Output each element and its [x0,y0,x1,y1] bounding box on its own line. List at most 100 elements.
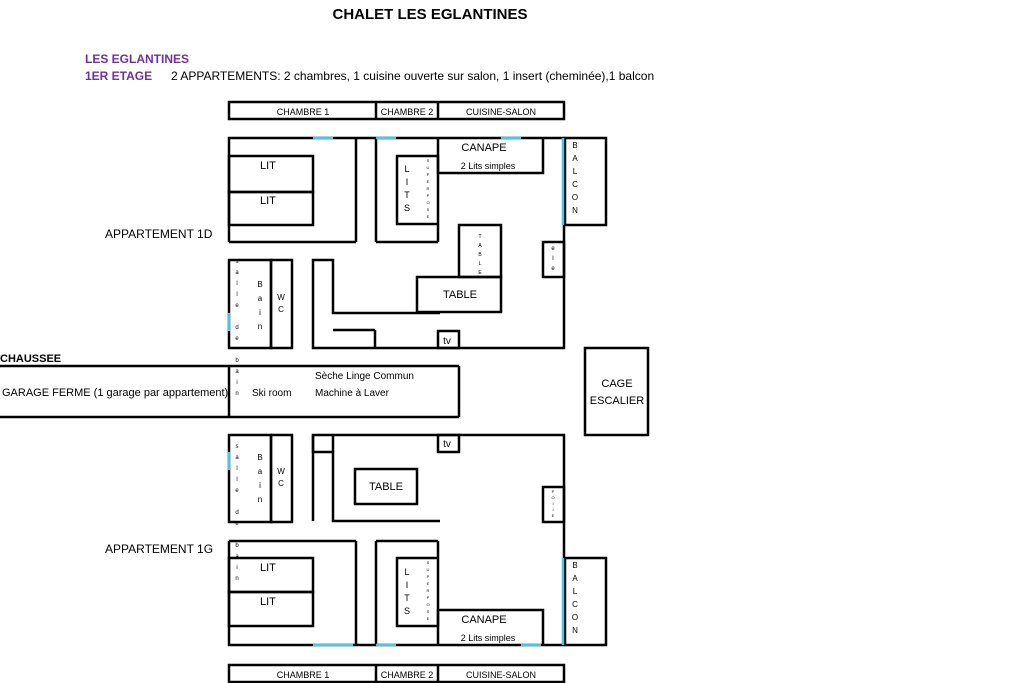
header-strip-top [227,100,566,121]
balcon-label-letter: C [572,600,578,609]
superpose-label-letter: O [426,602,429,607]
superpose-label-letter: U [427,165,430,170]
balcon-label-letter: B [572,561,577,570]
bain-label-letter: B [257,453,262,462]
wc-label-letter: C [278,305,284,314]
apartment-1g-label: APPARTEMENT 1G [105,542,213,556]
superpose-label-letter: R [427,588,430,593]
stairs-label-1: CAGE [601,378,632,390]
wc-label: WC [277,293,285,314]
salle-de-bain-label-letter: l [236,477,237,483]
wc [269,433,294,524]
table [415,275,503,314]
table-vertical-label-letter: E [478,270,482,276]
balcon-label-letter: N [572,626,578,635]
balcon-label-letter: B [572,141,577,150]
bain-label-letter: a [258,294,263,303]
bain-label-letter: n [258,322,262,331]
salle-de-bain-label-letter: e [235,521,239,527]
table-vertical-label-letter: B [478,252,482,258]
superpose-label-letter: R [427,186,430,191]
cuisine-salon-label: CUISINE-SALON [466,107,536,117]
chambre1-label: CHAMBRE 1 [277,670,330,680]
bain-label-letter: i [259,481,261,490]
superpose-label-letter: P [427,574,430,579]
lit-label: LIT [260,160,276,172]
salle-de-bain-label-letter: l [236,281,237,287]
salle-de-bain-label-letter: s [236,259,239,265]
floor-description: 2 APPARTEMENTS: 2 chambres, 1 cuisine ou… [171,69,655,83]
salle-de-bain-label-letter: s [236,444,239,450]
lits-label-letter: L [404,164,409,174]
balcon-label-letter: C [572,180,578,189]
insert-label-letter: O [551,495,554,500]
superpose-label-letter: S [427,158,430,163]
superpose-label-letter: P [427,172,430,177]
lits-label-letter: T [404,593,410,603]
superpose-label-letter: S [427,609,430,614]
salle-de-bain-label-letter: n [235,576,238,582]
salle-de-bain-label-letter: d [235,510,238,516]
stairs-label-2: ESCALIER [590,395,644,407]
salle-de-bain-label-letter: e [235,488,239,494]
cage-escalier [583,346,650,437]
bunk-beds [395,154,440,226]
bain-label-letter: B [257,280,262,289]
chambre2-label: CHAMBRE 2 [381,670,434,680]
superpose-label-letter: P [427,595,430,600]
windows [227,136,565,647]
balcon [563,136,608,227]
bunk-beds [395,556,440,628]
salle-de-bain-label-letter: a [235,270,239,276]
superpose-label-letter: E [427,581,430,586]
insert-label-letter: e [551,246,555,252]
balcon [563,556,608,647]
wc-label-letter: C [278,479,284,488]
insert-label-letter: I [552,501,553,506]
walls [0,100,650,683]
salle-de-bain-label-letter: b [235,543,239,549]
salle-de-bain-label-letter: n [235,391,238,397]
table-label: TABLE [369,481,403,493]
insert-label-letter: e [551,266,555,272]
superpose-label-letter: E [427,616,430,621]
insert-label-letter: I [552,256,554,262]
insert [541,485,566,524]
laundry-label-1: Sèche Linge Commun [315,371,414,382]
salle-de-bain-label-letter: l [236,466,237,472]
canape-label: CANAPE [461,142,506,154]
chambre1-label: CHAMBRE 1 [277,107,330,117]
laundry-label-2: Machine à Laver [315,388,390,399]
bain-label-letter: n [258,495,262,504]
bain-label-letter: a [258,467,263,476]
ski-room-label: Ski room [252,388,291,399]
superpose-label-letter: E [427,179,430,184]
canape-label: CANAPE [461,614,506,626]
lits-label-letter: I [406,177,409,187]
salle-de-bain-label-letter: i [236,565,237,571]
lit-label: LIT [260,562,276,574]
canape [436,138,545,175]
salle-de-bain-label-letter: l [236,292,237,298]
lits-simples-label: 2 Lits simples [461,633,516,643]
insert-label: eIe [551,246,555,272]
insert-label-letter: P [552,489,555,494]
balcon-label-letter: L [573,587,578,596]
canape [436,608,545,645]
superpose-label-letter: O [426,200,429,205]
superpose-label-letter: U [427,567,430,572]
salle-de-bain-label-letter: e [235,303,239,309]
table-vertical-label-letter: A [478,243,482,249]
salle-de-bain-label-letter: a [235,554,239,560]
